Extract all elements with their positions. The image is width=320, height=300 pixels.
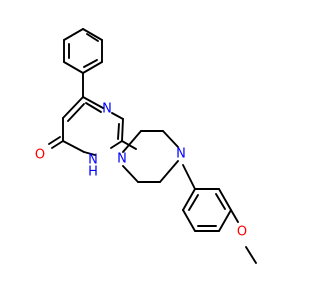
oxygen-atom-methoxy: O [237,225,247,240]
nitrogen-atom-piperazine-left: N [117,152,127,167]
molecule-canvas: N N H O N N O [35,28,257,264]
nitrogen-atom-ring: N [102,102,112,117]
nitrogen-atom-nh: N [88,153,98,168]
nitrogen-atom-piperazine-right: N [176,147,186,162]
n-aryl-bond [182,164,196,190]
phenyl-ring [63,28,103,74]
hydrogen-atom-nh: H [88,165,98,180]
aryl-o-bond [230,209,239,223]
piperazine-ring [122,130,179,183]
methoxyphenyl-ring [182,188,232,232]
carbonyl-bond [48,136,64,149]
o-methyl-bond [245,246,257,264]
molecule-structure: N N H O N N O [35,28,257,264]
oxygen-atom-carbonyl: O [35,148,45,163]
pyrimidinone-ring [62,96,124,156]
